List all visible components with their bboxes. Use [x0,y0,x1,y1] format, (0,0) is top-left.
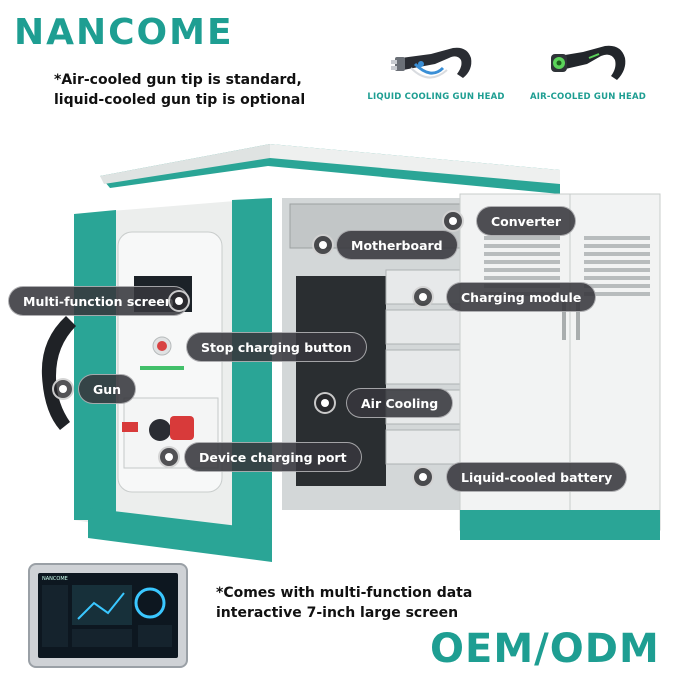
air-cooled-gun-head: AIR-COOLED GUN HEAD [528,40,648,102]
tablet-brand: NANCOME [42,576,68,582]
gun-tip-note-line2: liquid-cooled gun tip is optional [54,92,306,108]
air-cooled-gun-icon [551,45,626,80]
device-charging-port-callout: Device charging port [184,442,362,472]
tablet-screen: NANCOME [38,573,178,658]
stop-charging-button-callout: Stop charging button [186,332,367,362]
gun-callout: Gun [78,374,137,404]
converter-marker [442,210,464,232]
liquid-cooled-battery-callout: Liquid-cooled battery [446,462,628,492]
multi-function-tablet: NANCOME [28,563,188,668]
motherboard-callout: Motherboard [336,230,458,260]
brand-logo: NANCOME [14,12,234,53]
converter-callout: Converter [476,206,577,236]
screen-note-line1: *Comes with multi-function data [216,585,473,601]
liquid-cooling-gun-label: LIQUID COOLING GUN HEAD [367,92,505,102]
liquid-cooling-gun-icon [391,47,472,79]
liquid-cooling-gun-head: LIQUID COOLING GUN HEAD [366,40,506,102]
motherboard-marker [312,234,334,256]
multi-function-screen-marker [168,290,190,312]
gun-tip-note: *Air-cooled gun tip is standard, liquid-… [54,70,305,110]
charging-module-callout: Charging module [446,282,597,312]
air-cooling-marker [314,392,336,414]
charging-module-marker [412,286,434,308]
gun-tip-note-line1: *Air-cooled gun tip is standard, [54,72,302,88]
air-cooled-gun-label: AIR-COOLED GUN HEAD [529,92,647,102]
liquid-cooled-battery-marker [412,466,434,488]
multi-function-screen-callout: Multi-function screen [8,286,189,316]
tablet-dashboard-graphic [42,585,172,647]
gun-marker [52,378,74,400]
screen-note: *Comes with multi-function data interact… [216,583,472,623]
device-charging-port-marker [158,446,180,468]
oem-odm-label: OEM/ODM [430,626,660,672]
charging-station-illustration: Motherboard Converter Multi-function scr… [0,140,700,570]
screen-note-line2: interactive 7-inch large screen [216,605,459,621]
air-cooling-callout: Air Cooling [346,388,454,418]
